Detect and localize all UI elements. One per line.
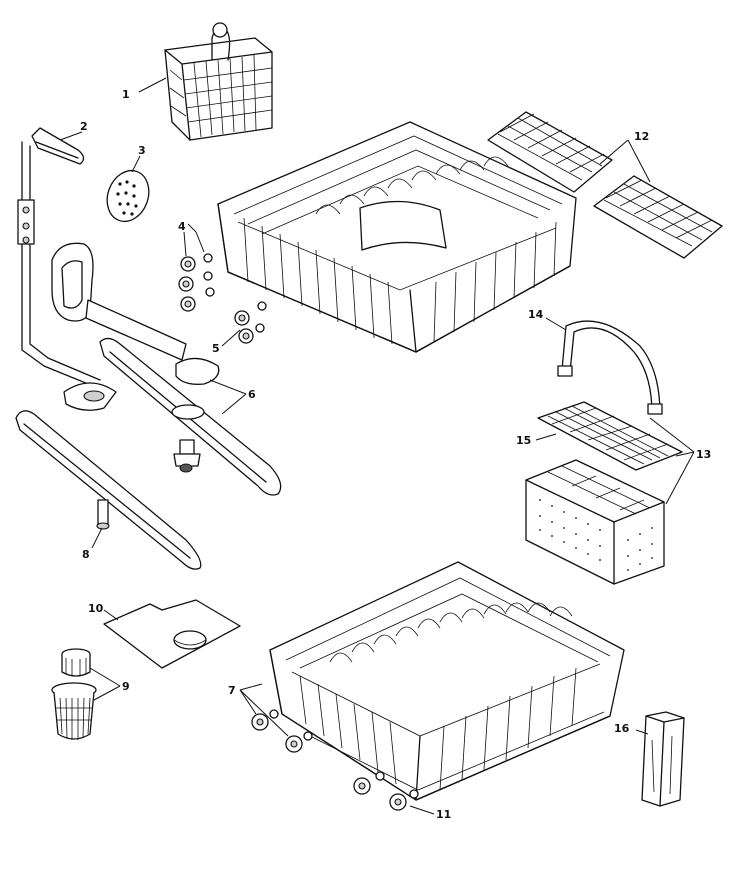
- callout-10: 10: [88, 602, 104, 615]
- callout-11: 11: [436, 808, 451, 821]
- water-manifold: [51, 242, 220, 411]
- callout-7: 7: [228, 684, 236, 697]
- part-9-filter-assembly: [51, 648, 97, 740]
- callout-1: 1: [122, 88, 130, 101]
- callout-6: 6: [248, 388, 256, 401]
- callout-15: 15: [516, 434, 531, 447]
- callout-3: 3: [138, 144, 146, 157]
- callout-12: 12: [634, 130, 649, 143]
- part-12-cup-shelves: [487, 111, 723, 259]
- callout-14: 14: [528, 308, 544, 321]
- part-13-cutlery-basket: [525, 459, 665, 585]
- part-16-small-items-holder: [641, 711, 685, 807]
- lower-rack: [269, 561, 625, 801]
- callout-2: 2: [80, 120, 88, 133]
- part-5-upper-rack-wheel-axle: [234, 301, 267, 344]
- part-3-spray-arm-cap: [106, 169, 150, 223]
- part-6-middle-spray-arm: [99, 337, 282, 496]
- part-15-basket-lid: [537, 401, 683, 471]
- part-10-filter-plate: [103, 599, 241, 669]
- part-7-lower-rack-wheels: [251, 709, 313, 753]
- callout-9: 9: [122, 680, 130, 693]
- part-11-lower-rack-wheel-front: [353, 771, 419, 811]
- callout-4: 4: [178, 220, 186, 233]
- callout-16: 16: [614, 722, 630, 735]
- callout-13: 13: [696, 448, 711, 461]
- part-14-basket-handle: [557, 320, 663, 415]
- part-8-lower-spray-arm: [15, 410, 202, 570]
- callout-labels: 1 2 3 4 5 6 7 8 9 10 11 12 13 14 15 16: [80, 88, 711, 821]
- leader-lines: [59, 77, 695, 815]
- part-2-upper-spray-arm: [17, 127, 101, 389]
- part-4-upper-rack-wheels: [178, 253, 215, 312]
- upper-rack: [217, 121, 577, 353]
- callout-8: 8: [82, 548, 90, 561]
- callout-5: 5: [212, 342, 220, 355]
- part-1-silverware-basket: [164, 22, 273, 141]
